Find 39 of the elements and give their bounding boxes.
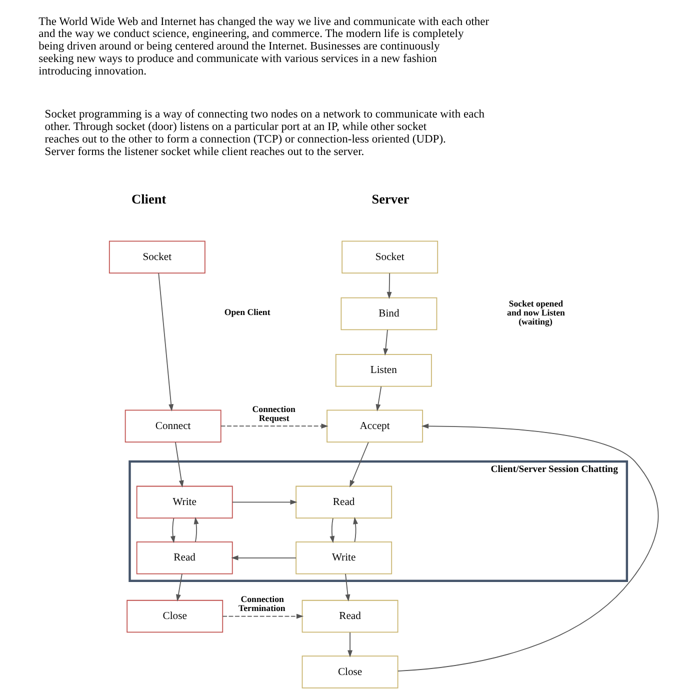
- label: Socket opened and now Listen (waiting): [506, 298, 564, 326]
- node-box: Bind: [340, 297, 437, 330]
- node-box: Connect: [124, 410, 221, 442]
- arrow: [158, 272, 174, 412]
- arrow: [382, 329, 388, 356]
- node-box: Accept: [326, 410, 423, 442]
- arrow: [170, 518, 175, 544]
- label: Open Client: [224, 307, 270, 318]
- arrow: [349, 442, 368, 488]
- node-box: Write: [295, 542, 392, 574]
- node-box: Read: [136, 542, 232, 574]
- arrow: [222, 614, 304, 619]
- node-box: Read: [301, 600, 398, 633]
- node-box: Close: [301, 656, 398, 688]
- arrow: [230, 555, 296, 560]
- arrow: [347, 632, 352, 658]
- label: Client: [131, 192, 166, 207]
- node-box: Socket: [108, 240, 205, 274]
- node-box: Listen: [334, 354, 432, 387]
- edge-label: Connection Termination: [238, 594, 285, 613]
- arrow: [220, 424, 328, 429]
- node-box: Socket: [341, 240, 438, 274]
- arrow: [176, 574, 182, 602]
- node-box: Read: [295, 486, 392, 519]
- arrow: [232, 500, 297, 505]
- edge-label: Connection Request: [252, 404, 295, 423]
- arrow: [352, 517, 358, 542]
- node-box: Close: [126, 600, 223, 633]
- label: Socket programming is a way of connecting two nodes on a network to communicate with each other. Through socket (door) listens on a particular port at an IP, while other socket reaches out to the other to form a connection (TCP) or connection-less oriented (UDP). Server forms the listener socket while client reaches out to the server.: [44, 108, 484, 158]
- arrow: [375, 386, 382, 412]
- arrow: [344, 574, 350, 602]
- arrow: [386, 272, 392, 299]
- arrow: [193, 517, 198, 542]
- arrow: [174, 442, 184, 488]
- label: The World Wide Web and Internet has changed the way we live and communicate with each other and the way we conduct science, engineering, and commerce. The modern life is completely being driven around or being centered around the Internet. Businesses are continuously seeking new ways to produce and communicate with various services in a new fashion introducing innovation.: [38, 16, 489, 78]
- arrow: [397, 424, 658, 672]
- node-box: Write: [136, 486, 232, 519]
- arrow: [329, 518, 334, 544]
- label: Server: [371, 192, 409, 207]
